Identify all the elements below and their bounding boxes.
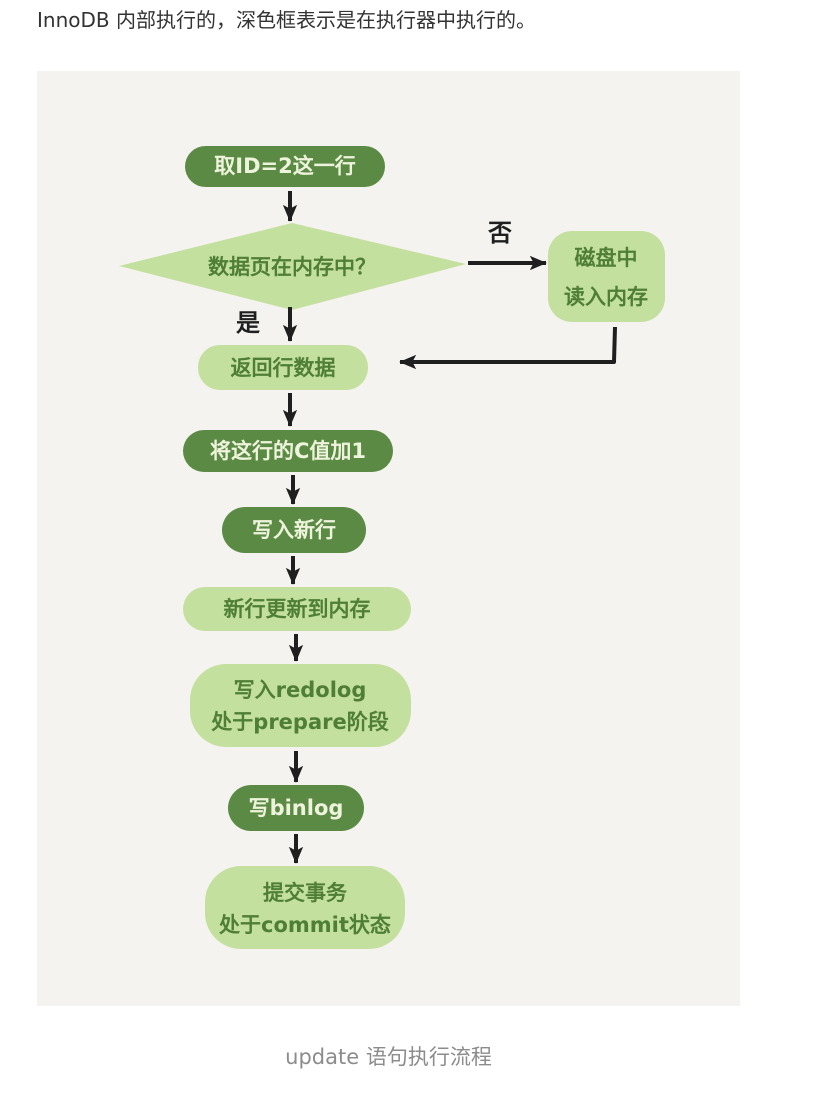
node-return-row-label: 返回行数据	[231, 356, 336, 380]
node-fetch-row-label: 取ID=2这一行	[214, 154, 355, 178]
node-commit-line-1: 提交事务	[263, 881, 348, 905]
node-update-memory-shape	[183, 587, 411, 631]
node-increment-c-label: 将这行的C值加1	[210, 439, 366, 463]
node-in-memory-check-label: 数据页在内存中？	[208, 255, 376, 279]
node-write-binlog-shape	[228, 785, 364, 831]
update-flowchart-figure: 取ID=2这一行 数据页在内存中？ 磁盘中 读入内存 返回行数据 将这行的C值加…	[37, 71, 740, 1006]
node-commit-shape	[205, 866, 405, 949]
node-write-redolog-line-2: 处于prepare阶段	[210, 710, 388, 734]
flowchart-svg: 取ID=2这一行 数据页在内存中？ 磁盘中 读入内存 返回行数据 将这行的C值加…	[119, 146, 665, 949]
node-write-row-label: 写入新行	[252, 518, 336, 542]
edge-label-no: 否	[487, 219, 512, 247]
node-write-redolog-shape	[190, 664, 411, 747]
node-update-memory: 新行更新到内存	[183, 587, 411, 631]
intro-paragraph: InnoDB 内部执行的，深色框表示是在执行器中执行的。	[37, 8, 536, 32]
node-write-row: 写入新行	[222, 507, 366, 553]
node-read-from-disk-shape	[548, 231, 665, 322]
node-in-memory-check: 数据页在内存中？	[119, 223, 466, 310]
node-in-memory-check-shape	[119, 223, 466, 310]
node-write-redolog-line-1: 写入redolog	[234, 678, 367, 702]
node-read-from-disk-line-2: 读入内存	[564, 285, 648, 309]
node-return-row-shape	[198, 345, 368, 390]
node-fetch-row-shape	[185, 146, 385, 187]
node-write-row-shape	[222, 507, 366, 553]
arrow-disk-to-return	[399, 326, 617, 370]
node-increment-c-shape	[183, 430, 393, 472]
node-read-from-disk-line-1: 磁盘中	[575, 246, 638, 270]
node-fetch-row: 取ID=2这一行	[185, 146, 385, 187]
node-read-from-disk: 磁盘中 读入内存	[548, 231, 665, 322]
node-write-binlog-label: 写binlog	[249, 796, 344, 820]
node-increment-c: 将这行的C值加1	[183, 430, 393, 472]
figure-caption: update 语句执行流程	[285, 1045, 492, 1069]
node-write-redolog: 写入redolog 处于prepare阶段	[190, 664, 411, 747]
node-update-memory-label: 新行更新到内存	[224, 597, 371, 621]
node-return-row: 返回行数据	[198, 345, 368, 390]
node-commit-line-2: 处于commit状态	[218, 913, 391, 937]
node-write-binlog: 写binlog	[228, 785, 364, 831]
node-commit: 提交事务 处于commit状态	[205, 866, 405, 949]
edge-label-yes: 是	[236, 309, 260, 337]
